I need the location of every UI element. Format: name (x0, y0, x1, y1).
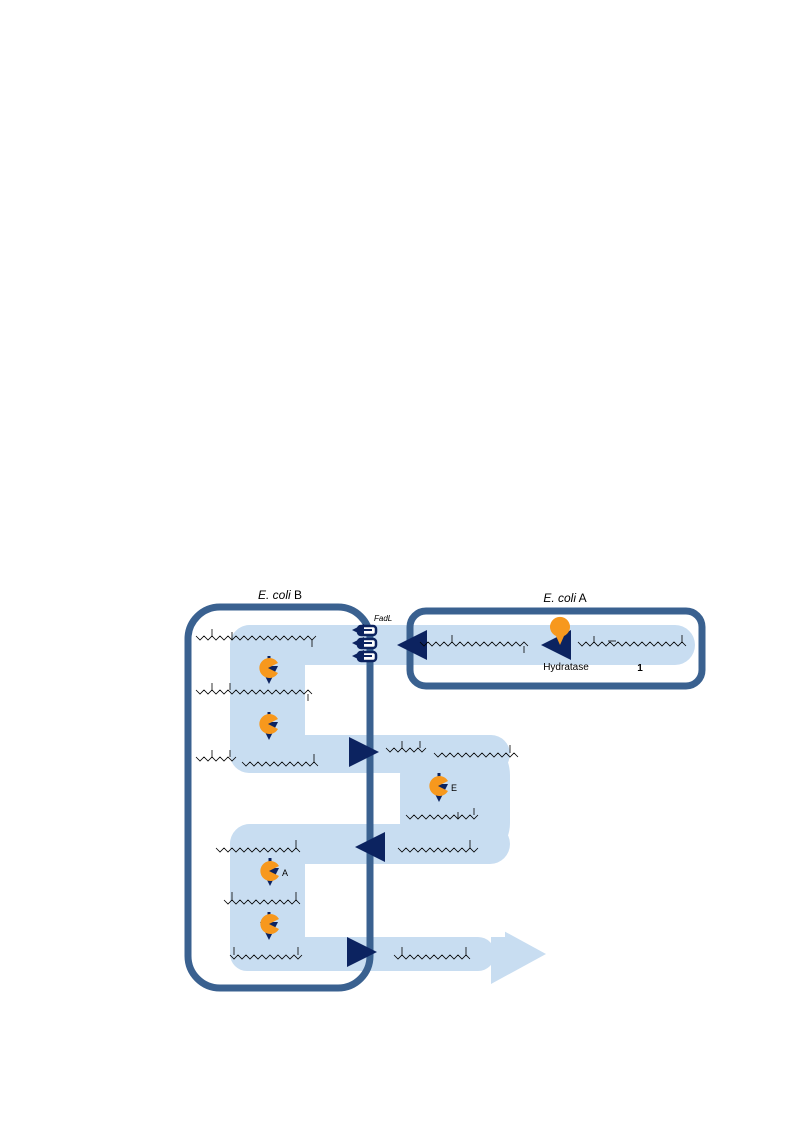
pacman-enzyme-icon (260, 861, 279, 881)
structure-b-row-2 (195, 689, 313, 695)
structure-b-row-3a (195, 756, 237, 762)
structure-final-inside (229, 954, 303, 960)
cell-b-title: E. coli B (258, 588, 302, 602)
pacman-enzyme-icon (260, 914, 279, 934)
structure-e-product (405, 814, 479, 820)
structure-middle-b (433, 752, 519, 758)
structure-final-output (393, 954, 471, 960)
enzymes (259, 616, 570, 934)
cell-b-membrane (184, 603, 374, 992)
hydratase-label: Hydratase (543, 662, 589, 673)
structure-b-row-1 (195, 635, 317, 641)
compound-number: 1 (637, 663, 643, 674)
structure-lower-left (215, 847, 301, 853)
transporter-label: FadL (374, 614, 392, 623)
enzyme-e-label: E (451, 783, 457, 793)
flow-gaps (305, 665, 505, 937)
cell-a-title: E. coli A (543, 591, 586, 605)
structure-substrate-1 (577, 641, 687, 647)
flow-output-arrowhead (491, 924, 546, 984)
pacman-enzyme-icon (259, 714, 278, 734)
flow-left-column-upper (230, 625, 305, 770)
hydratase-enzyme-icon (550, 616, 570, 645)
structure-hydroxy-acid (419, 641, 529, 647)
transporter-channel-icon (352, 624, 378, 663)
enzyme-a-label: A (282, 868, 288, 878)
flow-left-column-lower (230, 824, 305, 969)
structure-middle-a (385, 747, 427, 753)
structure-b-row-3b (241, 761, 319, 767)
structure-a-product (223, 899, 301, 905)
structure-lower-right (397, 847, 479, 853)
pacman-enzyme-icon (259, 658, 278, 679)
chemical-structures (195, 629, 687, 960)
pacman-enzyme-icon (429, 776, 448, 796)
transport-arrows (347, 630, 571, 967)
